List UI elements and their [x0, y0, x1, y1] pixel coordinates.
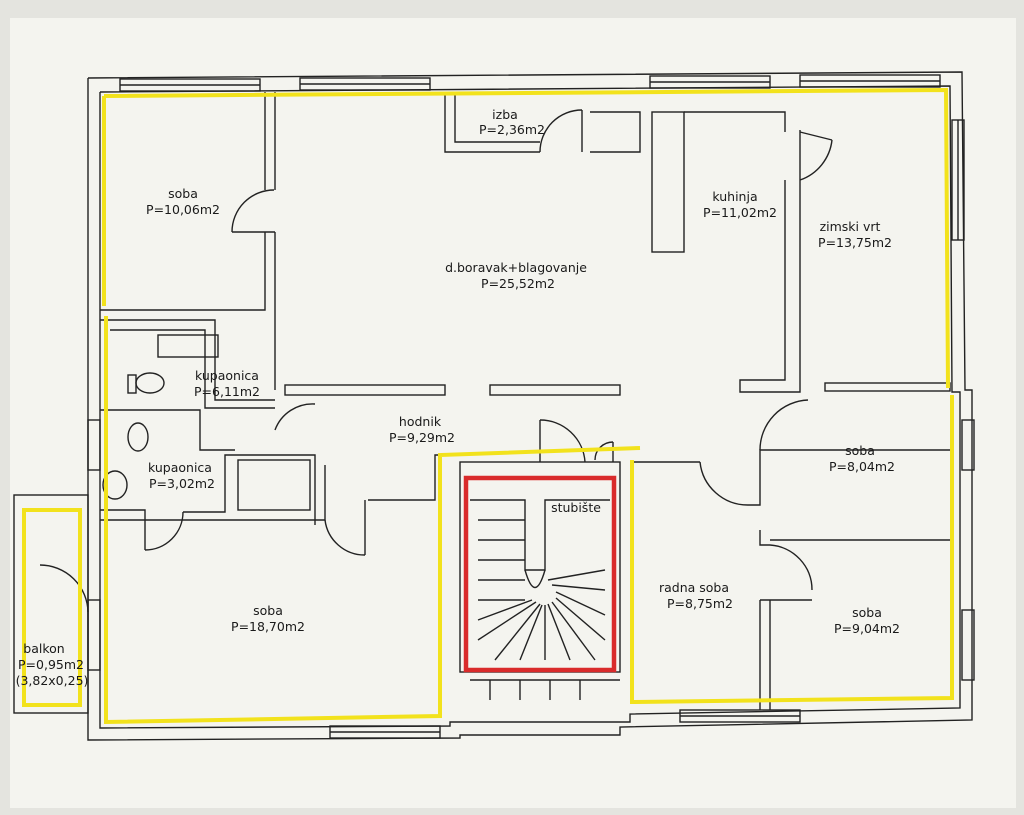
bath1-wall — [100, 319, 275, 401]
yellow-outline — [22, 87, 954, 725]
bath2-door — [144, 511, 184, 551]
izba-door — [539, 109, 583, 153]
window-left-1 — [87, 419, 101, 471]
soba-sw-door — [324, 519, 366, 556]
label-balkon-name: balkon — [23, 641, 64, 656]
stair-red-outline — [463, 475, 617, 673]
kitchen-door — [799, 139, 833, 181]
label-radna-soba-name: radna soba — [659, 580, 729, 595]
label-zimski-vrt-area: P=13,75m2 — [818, 235, 892, 250]
radna-door — [699, 461, 749, 506]
label-radna-soba-area: P=8,75m2 — [667, 596, 733, 611]
label-izba-area: P=2,36m2 — [479, 122, 545, 137]
toilet-2 — [127, 422, 149, 452]
label-soba-se-name: soba — [852, 605, 882, 620]
window-right-2 — [961, 419, 975, 471]
wall-soba-nw-s — [100, 232, 266, 311]
label-izba-name: izba — [492, 107, 518, 122]
label-kuhinja-name: kuhinja — [712, 189, 757, 204]
soba-se-door — [769, 544, 813, 591]
label-kuhinja-area: P=11,02m2 — [703, 205, 777, 220]
label-soba-e-name: soba — [845, 443, 875, 458]
label-kupaonica-1-name: kupaonica — [195, 368, 259, 383]
bath2-wall — [100, 409, 235, 451]
bath1-door — [274, 403, 316, 431]
window-right-3 — [961, 609, 975, 681]
stair-treads — [477, 519, 606, 661]
label-balkon-area: P=0,95m2 — [18, 657, 84, 672]
label-soba-sw-area: P=18,70m2 — [231, 619, 305, 634]
label-hodnik-area: P=9,29m2 — [389, 430, 455, 445]
balcony-door — [39, 564, 89, 613]
label-kupaonica-2-area: P=3,02m2 — [149, 476, 215, 491]
label-soba-sw-name: soba — [253, 603, 283, 618]
partition-living-2 — [489, 384, 621, 396]
sink — [102, 470, 128, 500]
label-kupaonica-2-name: kupaonica — [148, 460, 212, 475]
label-zimski-vrt-name: zimski vrt — [820, 219, 881, 234]
paper-sheet — [10, 18, 1016, 808]
label-soba-se-area: P=9,04m2 — [834, 621, 900, 636]
kitchen-wall — [684, 111, 786, 132]
soba-e-door — [759, 399, 809, 451]
label-soba-nw-name: soba — [168, 186, 198, 201]
label-soba-nw-area: P=10,06m2 — [146, 202, 220, 217]
partition-living-1 — [284, 384, 446, 396]
label-balkon-dims: (3,82x0,25) — [16, 673, 89, 688]
label-soba-e-area: P=8,04m2 — [829, 459, 895, 474]
label-boravak-name: d.boravak+blagovanje — [445, 260, 587, 275]
shower — [237, 459, 311, 511]
balcony-outline — [13, 494, 89, 714]
kitchen-counter — [651, 111, 685, 253]
izba-wall — [444, 92, 540, 153]
soba-nw-door — [231, 189, 275, 233]
label-boravak-area: P=25,52m2 — [481, 276, 555, 291]
sliding-door-zimski — [824, 382, 951, 392]
label-stubiste-name: stubište — [551, 500, 601, 515]
bath2-wall-s — [100, 509, 146, 550]
label-hodnik-name: hodnik — [399, 414, 442, 429]
label-kupaonica-1-area: P=6,11m2 — [194, 384, 260, 399]
room-labels: izba P=2,36m2 soba P=10,06m2 kuhinja P=1… — [16, 107, 900, 688]
bathtub — [157, 334, 219, 358]
